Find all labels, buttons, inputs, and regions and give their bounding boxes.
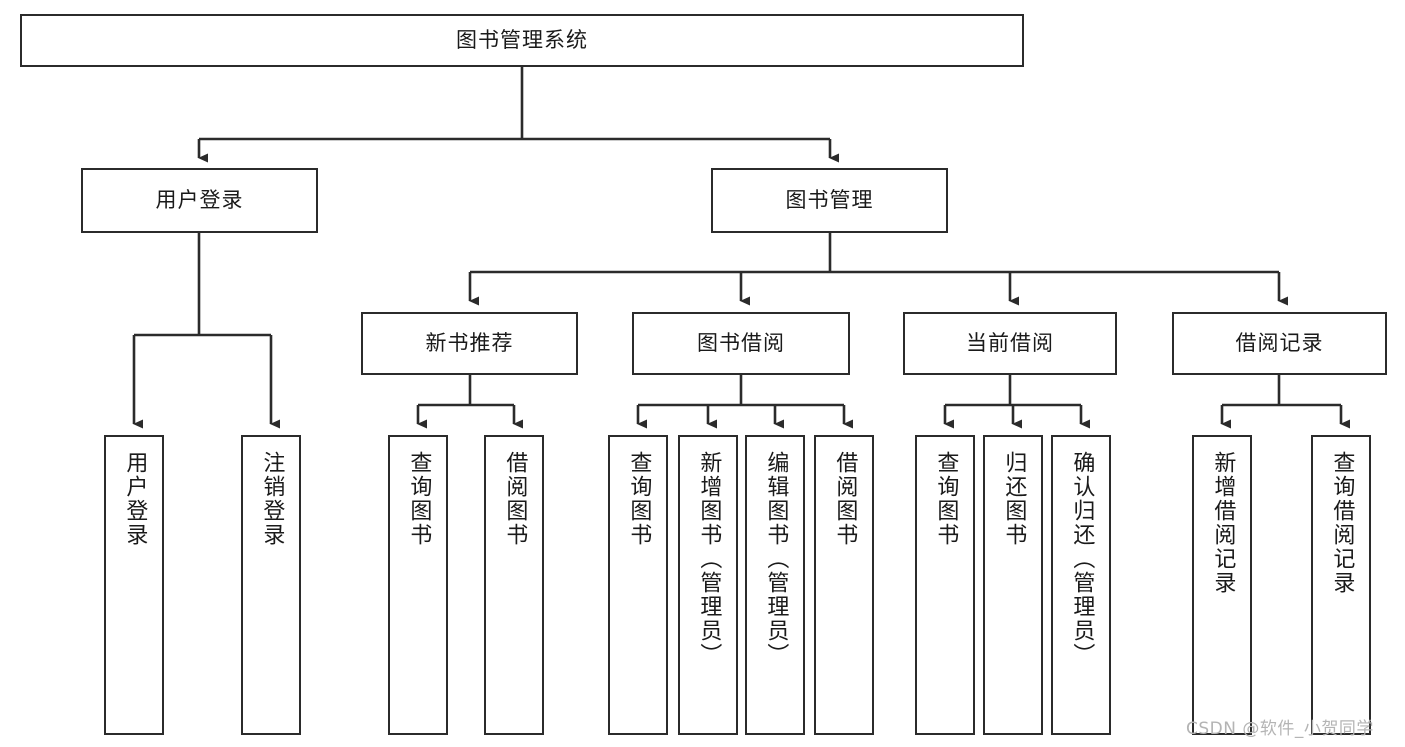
node-borrow-records[interactable]: 借阅记录 (1172, 312, 1387, 375)
leaf-cb-query-book[interactable]: 查询图书 (915, 435, 975, 735)
node-current-borrow[interactable]: 当前借阅 (903, 312, 1117, 375)
node-label: 新增借阅记录 (1210, 451, 1236, 595)
leaf-cb-confirm-return[interactable]: 确认归还（管理员） (1051, 435, 1111, 735)
node-label: 查询图书 (626, 451, 652, 547)
node-label: 借阅图书 (502, 451, 528, 547)
node-label: 查询图书 (406, 451, 432, 547)
node-label: 用户登录 (122, 451, 148, 547)
leaf-user-login[interactable]: 用户登录 (104, 435, 164, 735)
node-label: 编辑图书（管理员） (763, 451, 789, 667)
leaf-nb-borrow-book[interactable]: 借阅图书 (484, 435, 544, 735)
leaf-bb-query-book[interactable]: 查询图书 (608, 435, 668, 735)
node-new-book-recommend[interactable]: 新书推荐 (361, 312, 578, 375)
node-label: 新书推荐 (425, 330, 514, 355)
node-label: 查询图书 (933, 451, 959, 547)
node-label: 图书管理 (785, 187, 874, 212)
leaf-bb-add-book[interactable]: 新增图书（管理员） (678, 435, 738, 735)
leaf-br-query-record[interactable]: 查询借阅记录 (1311, 435, 1371, 735)
node-label: 注销登录 (259, 451, 285, 547)
node-book-management[interactable]: 图书管理 (711, 168, 948, 233)
leaf-br-add-record[interactable]: 新增借阅记录 (1192, 435, 1252, 735)
node-label: 图书借阅 (697, 330, 785, 355)
node-label: 图书管理系统 (456, 27, 588, 52)
leaf-nb-query-book[interactable]: 查询图书 (388, 435, 448, 735)
node-label: 确认归还（管理员） (1069, 451, 1095, 667)
csdn-watermark: CSDN @软件_小贺同学 (1186, 719, 1374, 739)
leaf-cb-return-book[interactable]: 归还图书 (983, 435, 1043, 735)
node-root-system[interactable]: 图书管理系统 (20, 14, 1024, 67)
node-label: 用户登录 (155, 187, 244, 212)
node-label: 当前借阅 (966, 330, 1054, 355)
node-user-login[interactable]: 用户登录 (81, 168, 318, 233)
node-book-borrow[interactable]: 图书借阅 (632, 312, 850, 375)
node-label: 归还图书 (1001, 451, 1027, 547)
leaf-bb-edit-book[interactable]: 编辑图书（管理员） (745, 435, 805, 735)
leaf-logout[interactable]: 注销登录 (241, 435, 301, 735)
node-label: 借阅记录 (1235, 330, 1324, 355)
leaf-bb-borrow-book[interactable]: 借阅图书 (814, 435, 874, 735)
node-label: 查询借阅记录 (1329, 451, 1355, 595)
node-label: 借阅图书 (832, 451, 858, 547)
node-label: 新增图书（管理员） (696, 451, 722, 667)
